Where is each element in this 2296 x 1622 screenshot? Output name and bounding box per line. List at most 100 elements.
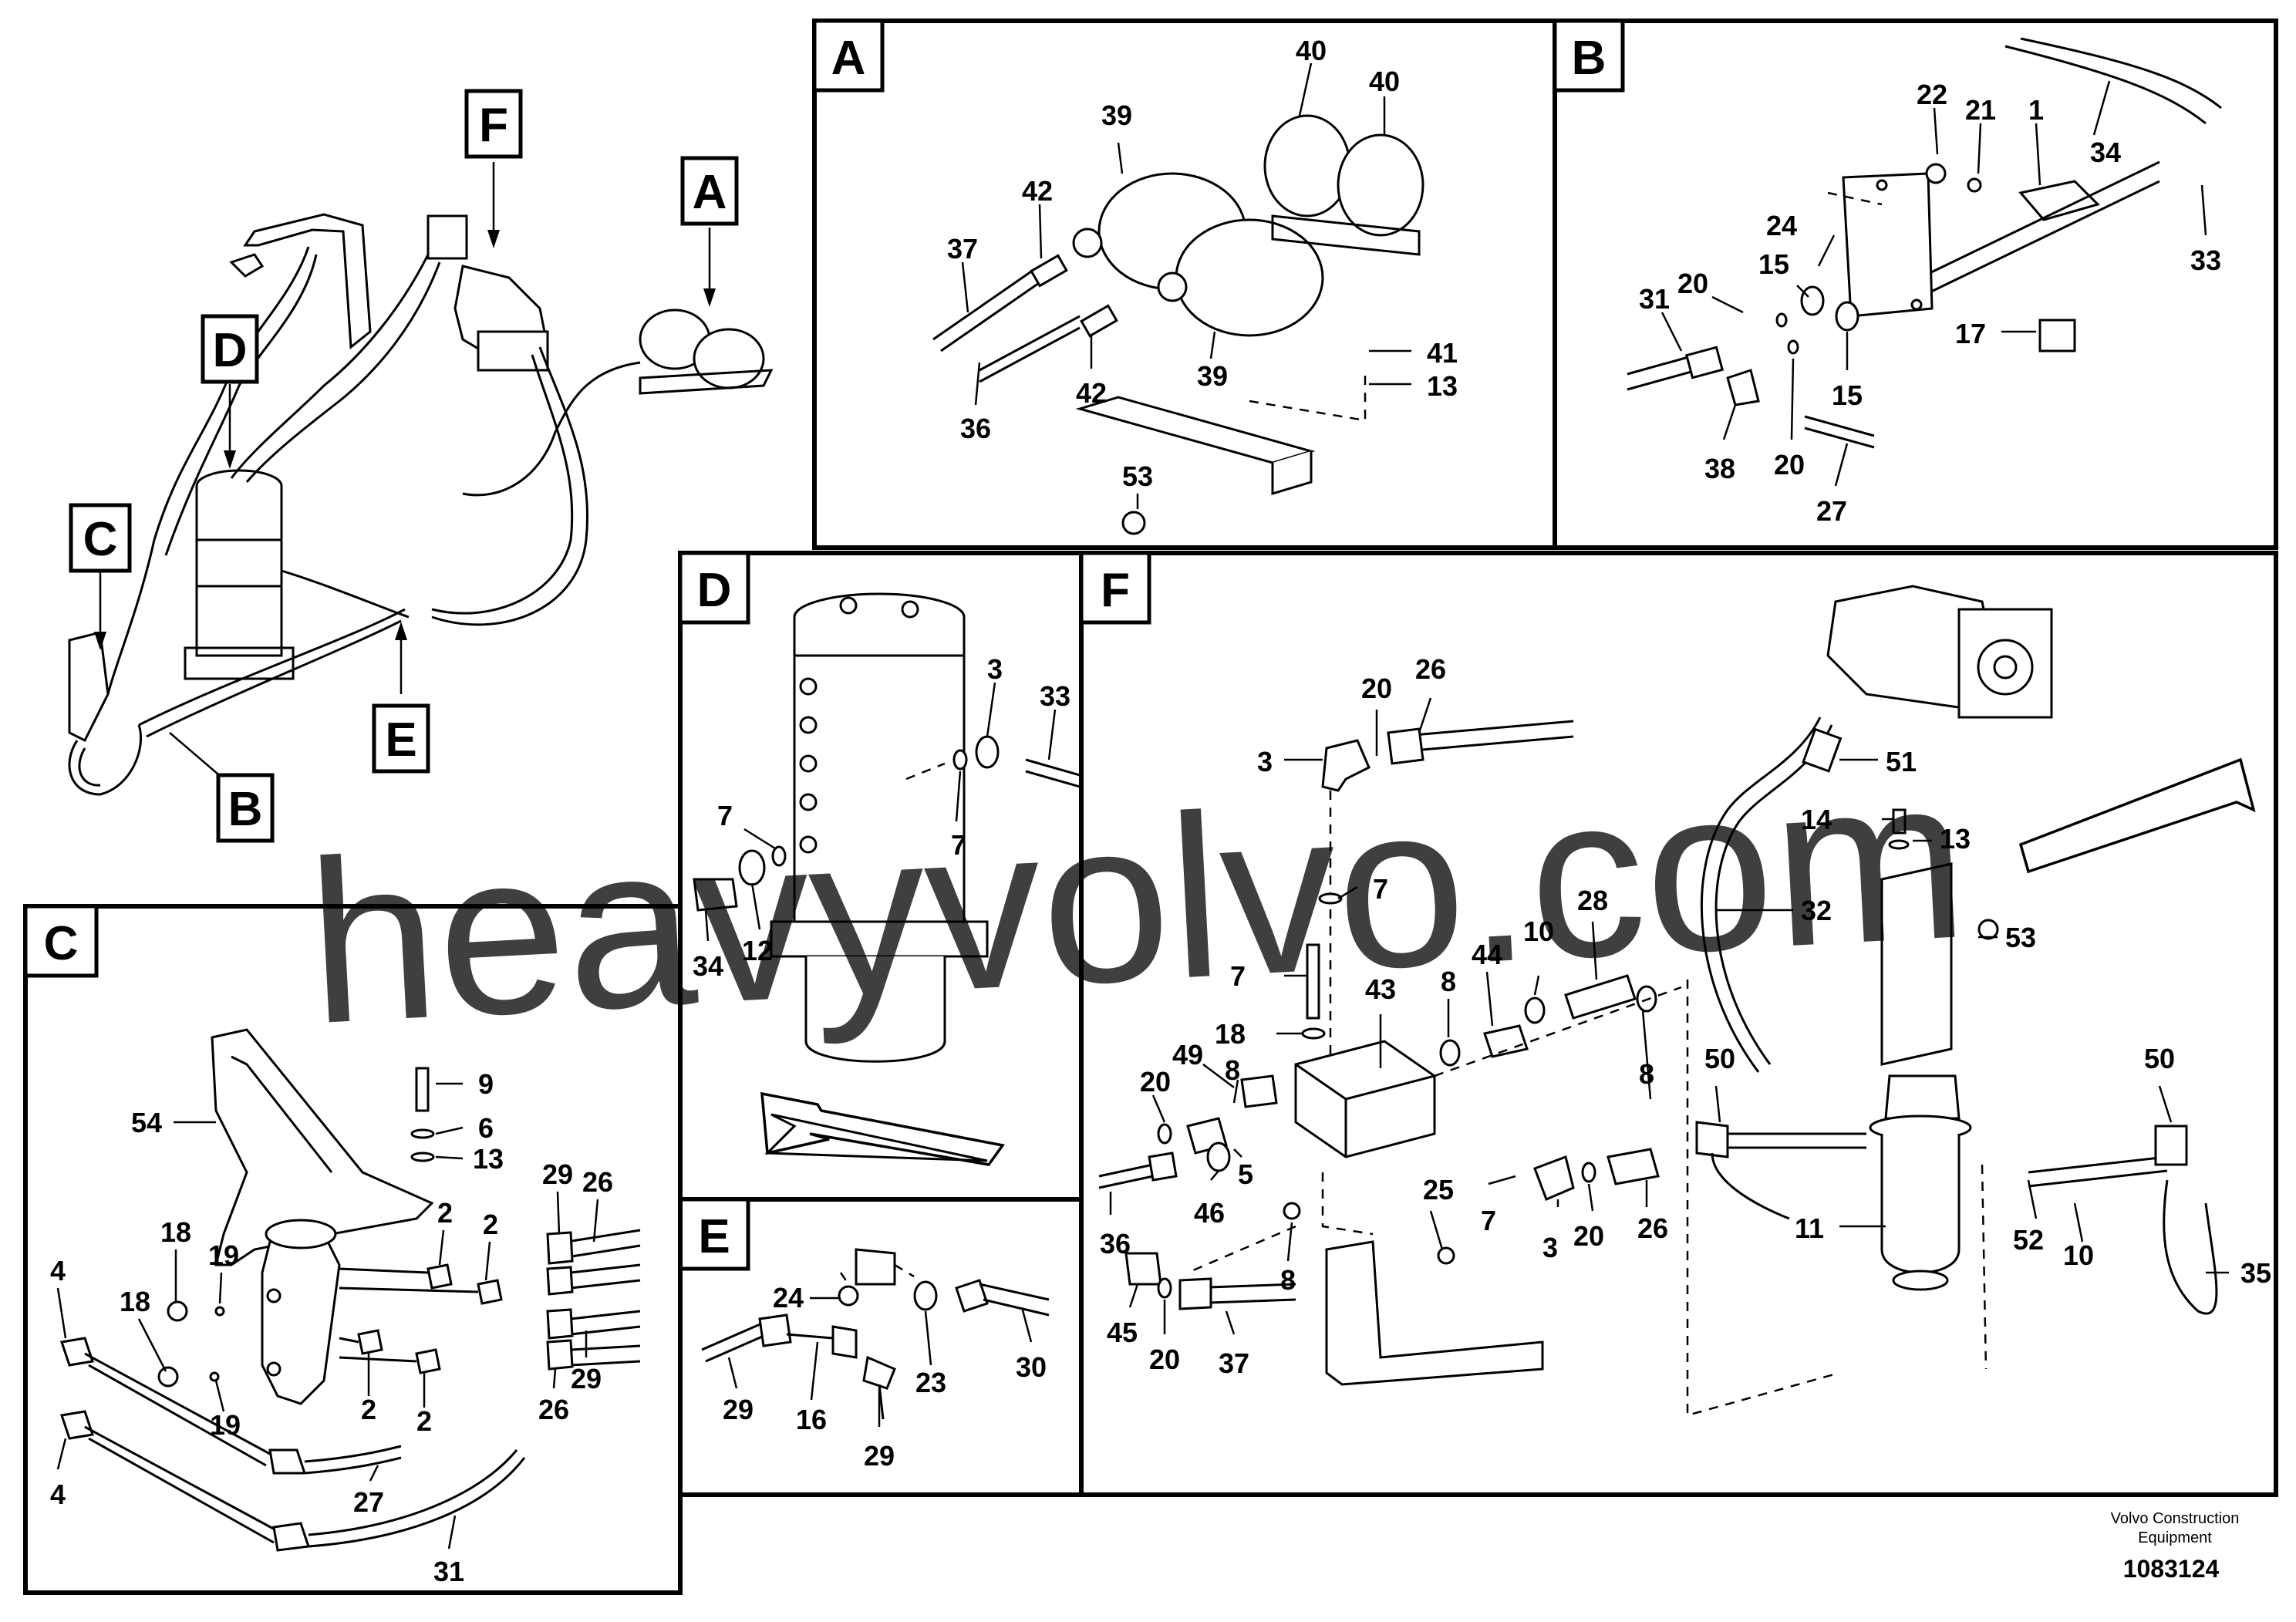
callout-C-31: 31: [433, 1556, 464, 1587]
callout-F-18: 18: [1215, 1018, 1246, 1050]
callout-F-14: 14: [1801, 804, 1832, 835]
callout-F-3: 3: [1542, 1232, 1558, 1263]
callout-F-8: 8: [1441, 966, 1456, 997]
callout-A-53: 53: [1122, 460, 1153, 492]
drawing-number: 1083124: [2123, 1555, 2220, 1583]
callout-B-1: 1: [2028, 94, 2044, 126]
callout-F-7: 7: [1373, 873, 1388, 905]
callout-B-24: 24: [1766, 210, 1797, 241]
callout-F-5: 5: [1238, 1158, 1253, 1190]
callout-C-29: 29: [571, 1363, 602, 1394]
callout-C-18: 18: [160, 1216, 191, 1248]
callout-F-35: 35: [2240, 1257, 2271, 1289]
callout-A-36: 36: [960, 413, 991, 444]
company-line-1: Volvo Construction: [2111, 1510, 2240, 1527]
callout-F-20: 20: [1149, 1344, 1180, 1375]
callout-E-29: 29: [723, 1394, 754, 1425]
footer-block: Volvo Construction Equipment 1083124: [2111, 1510, 2240, 1583]
callout-C-4: 4: [50, 1255, 66, 1286]
callout-F-7: 7: [1230, 960, 1246, 992]
callout-F-11: 11: [1795, 1212, 1824, 1244]
callout-C-19: 19: [208, 1239, 239, 1271]
callout-F-50: 50: [1704, 1043, 1735, 1074]
callout-D-12: 12: [742, 935, 773, 966]
panel-letter-E: E: [385, 713, 416, 767]
callout-C-19: 19: [210, 1409, 241, 1441]
callout-A-39: 39: [1101, 99, 1132, 131]
callout-B-15: 15: [1832, 379, 1863, 411]
callout-C-29: 29: [542, 1158, 573, 1190]
callout-B-20: 20: [1774, 449, 1805, 481]
callout-F-8: 8: [1639, 1058, 1654, 1090]
callout-C-2: 2: [361, 1394, 376, 1425]
panel-letter-D: D: [697, 564, 732, 617]
callout-A-41: 41: [1427, 337, 1458, 369]
callout-C-26: 26: [538, 1394, 569, 1425]
callout-B-38: 38: [1704, 453, 1735, 484]
callout-C-2: 2: [416, 1405, 432, 1437]
callout-C-4: 4: [50, 1479, 66, 1510]
overview-marker-A: A: [680, 156, 739, 226]
callout-F-8: 8: [1280, 1264, 1296, 1296]
callout-A-39: 39: [1197, 360, 1228, 392]
panel-D-callouts: 3 33 7 7 12 34: [693, 653, 1070, 982]
callout-B-27: 27: [1816, 495, 1847, 527]
callout-F-46: 46: [1194, 1197, 1225, 1229]
callout-B-15: 15: [1758, 248, 1789, 280]
callout-F-50: 50: [2144, 1043, 2175, 1074]
panel-A: A: [812, 19, 1557, 550]
callout-C-2: 2: [437, 1197, 453, 1229]
callout-E-30: 30: [1016, 1351, 1047, 1383]
callout-F-10: 10: [2063, 1239, 2094, 1271]
callout-F-26: 26: [1415, 653, 1446, 685]
panel-C: C: [23, 904, 683, 1595]
callout-D-34: 34: [693, 950, 723, 982]
callout-F-8: 8: [1225, 1054, 1240, 1086]
callout-E-29: 29: [864, 1440, 895, 1472]
callout-C-9: 9: [478, 1068, 494, 1100]
callout-F-49: 49: [1172, 1039, 1203, 1071]
callout-B-21: 21: [1965, 94, 1996, 126]
overview-marker-D: D: [201, 314, 259, 384]
callout-B-22: 22: [1917, 79, 1947, 110]
callout-F-10: 10: [1523, 916, 1554, 947]
callout-F-36: 36: [1100, 1228, 1131, 1259]
panel-B-callouts: 22 21 1 34 33 24 31 20 15 17 15 38 20 27: [1639, 79, 2221, 527]
callout-D-7: 7: [951, 829, 966, 861]
callout-D-33: 33: [1040, 680, 1070, 712]
callout-A-40: 40: [1296, 35, 1327, 66]
callout-D-7: 7: [717, 800, 733, 831]
panel-F: F: [1079, 551, 2278, 1497]
panel-letter-D: D: [213, 324, 248, 377]
callout-F-7: 7: [1481, 1205, 1496, 1236]
callout-C-26: 26: [582, 1166, 613, 1198]
callout-C-6: 6: [478, 1112, 494, 1144]
panel-letter-C: C: [83, 513, 118, 566]
callout-F-53: 53: [2005, 922, 2036, 953]
callout-F-43: 43: [1365, 973, 1396, 1005]
callout-F-3: 3: [1257, 746, 1273, 777]
panel-F-callouts: 20 26 3 51 14 13 7 32 53 28 44 10 43 7 8…: [1100, 653, 2271, 1379]
callout-C-18: 18: [120, 1286, 150, 1317]
panel-letter-A: A: [831, 32, 866, 85]
callout-F-28: 28: [1577, 885, 1608, 916]
callout-A-42: 42: [1022, 175, 1053, 207]
overview-assembly: [68, 162, 774, 796]
callout-B-31: 31: [1639, 283, 1670, 315]
callout-F-25: 25: [1423, 1174, 1454, 1206]
panel-letter-F: F: [479, 99, 508, 152]
watermark-text: heavyvolvo.com: [302, 727, 1973, 1074]
callout-A-13: 13: [1427, 370, 1458, 402]
callout-F-32: 32: [1801, 895, 1832, 926]
callout-F-20: 20: [1573, 1220, 1604, 1252]
panel-letter-E: E: [698, 1210, 730, 1263]
callout-B-33: 33: [2190, 244, 2221, 276]
panel-letter-C: C: [44, 917, 79, 970]
panel-letter-A: A: [693, 166, 727, 219]
panel-A-callouts: 40 40 39 42 37 36 42 39 41 13 53: [947, 35, 1458, 492]
callout-B-20: 20: [1677, 268, 1708, 299]
callout-F-37: 37: [1219, 1347, 1249, 1379]
panel-letter-F: F: [1101, 564, 1130, 617]
callout-C-27: 27: [353, 1486, 384, 1518]
